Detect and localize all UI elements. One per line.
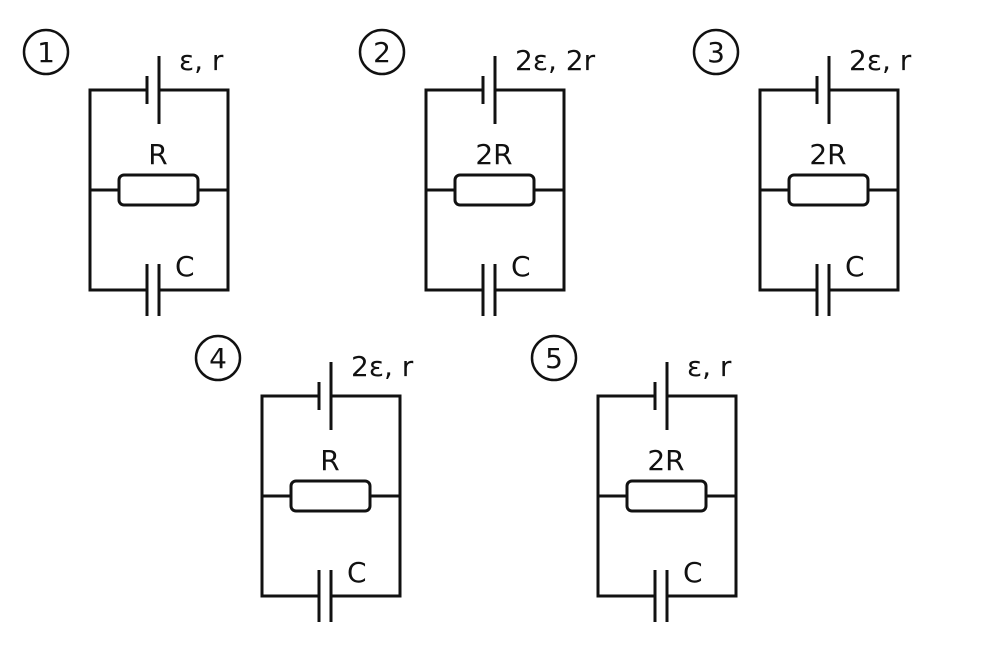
resistor-label: R: [320, 444, 339, 477]
capacitor-label: C: [511, 250, 531, 283]
circuit-2: 2ε, 2r 2R C 2: [358, 28, 596, 316]
resistor-label: 2R: [475, 138, 512, 171]
circuit-number-badge: [692, 28, 740, 76]
circuit-number: 1: [37, 36, 55, 69]
circuit-number: 4: [209, 342, 227, 375]
resistor: [117, 173, 200, 207]
resistor-label: 2R: [647, 444, 684, 477]
resistor-label: 2R: [809, 138, 846, 171]
circuit-number: 2: [373, 36, 391, 69]
circuit-number-badge: [194, 334, 242, 382]
battery-label: 2ε, r: [849, 44, 912, 77]
resistor-label: R: [148, 138, 167, 171]
capacitor-label: C: [845, 250, 865, 283]
circuit-number-badge: [530, 334, 578, 382]
resistor: [289, 479, 372, 513]
circuit-5: ε, r 2R C 5: [530, 334, 738, 622]
resistor: [453, 173, 536, 207]
capacitor-label: C: [683, 556, 703, 589]
circuit-4: 2ε, r R C 4: [194, 334, 414, 622]
battery-label: ε, r: [179, 44, 224, 77]
resistor: [625, 479, 708, 513]
circuit-number: 3: [707, 36, 725, 69]
resistor: [787, 173, 870, 207]
circuit-number: 5: [545, 342, 563, 375]
battery-label: ε, r: [687, 350, 732, 383]
circuit-3: 2ε, r 2R C 3: [692, 28, 912, 316]
battery-label: 2ε, 2r: [515, 44, 596, 77]
circuit-number-badge: [358, 28, 406, 76]
battery-label: 2ε, r: [351, 350, 414, 383]
circuit-1: ε, r R C 1: [22, 28, 230, 316]
capacitor-label: C: [347, 556, 367, 589]
capacitor-label: C: [175, 250, 195, 283]
circuit-number-badge: [22, 28, 70, 76]
